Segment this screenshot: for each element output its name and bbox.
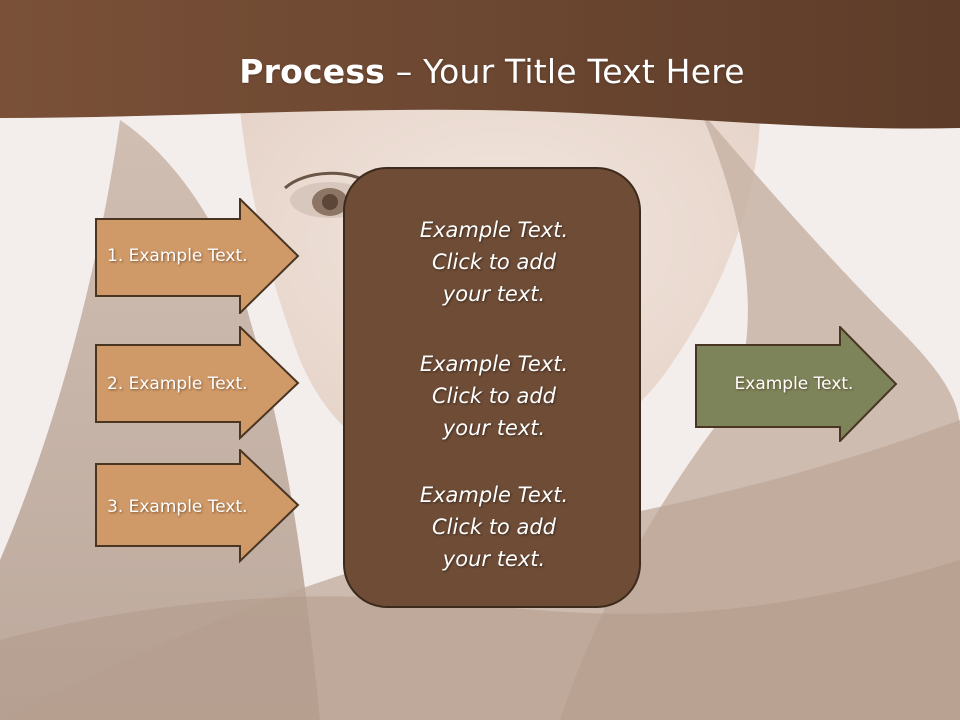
- title-bold: Process: [239, 52, 386, 91]
- right-arrow-shape-icon: [95, 449, 300, 564]
- input-arrow-1-label: 1. Example Text.: [107, 246, 248, 266]
- center-block-3-line-1: Example Text.: [419, 483, 569, 507]
- center-block-2: Example Text. Click to add your text.: [345, 348, 643, 444]
- output-arrow[interactable]: Example Text.: [695, 326, 901, 442]
- slide-title: Process – Your Title Text Here: [0, 52, 960, 91]
- center-block-3: Example Text. Click to add your text.: [345, 479, 643, 575]
- center-process-box[interactable]: Example Text. Click to add your text. Ex…: [343, 167, 641, 608]
- center-block-2-line-1: Example Text.: [419, 352, 569, 376]
- center-block-1: Example Text. Click to add your text.: [345, 214, 643, 310]
- center-block-2-line-3: your text.: [442, 416, 546, 440]
- output-arrow-label: Example Text.: [734, 374, 854, 394]
- input-arrow-3-label: 3. Example Text.: [107, 497, 248, 517]
- center-block-1-line-3: your text.: [442, 282, 546, 306]
- input-arrow-2-label: 2. Example Text.: [107, 374, 248, 394]
- title-rest: – Your Title Text Here: [385, 52, 745, 91]
- input-arrow-1[interactable]: 1. Example Text.: [95, 198, 301, 314]
- right-arrow-shape-icon: [95, 198, 300, 314]
- center-block-2-line-2: Click to add: [431, 384, 556, 408]
- center-block-3-line-3: your text.: [442, 547, 546, 571]
- input-arrow-3[interactable]: 3. Example Text.: [95, 449, 301, 565]
- center-block-3-line-2: Click to add: [431, 515, 556, 539]
- right-arrow-shape-icon: [95, 326, 300, 441]
- center-block-1-line-1: Example Text.: [419, 218, 569, 242]
- center-block-1-line-2: Click to add: [431, 250, 556, 274]
- input-arrow-2[interactable]: 2. Example Text.: [95, 326, 301, 442]
- right-arrow-shape-icon: [695, 326, 898, 442]
